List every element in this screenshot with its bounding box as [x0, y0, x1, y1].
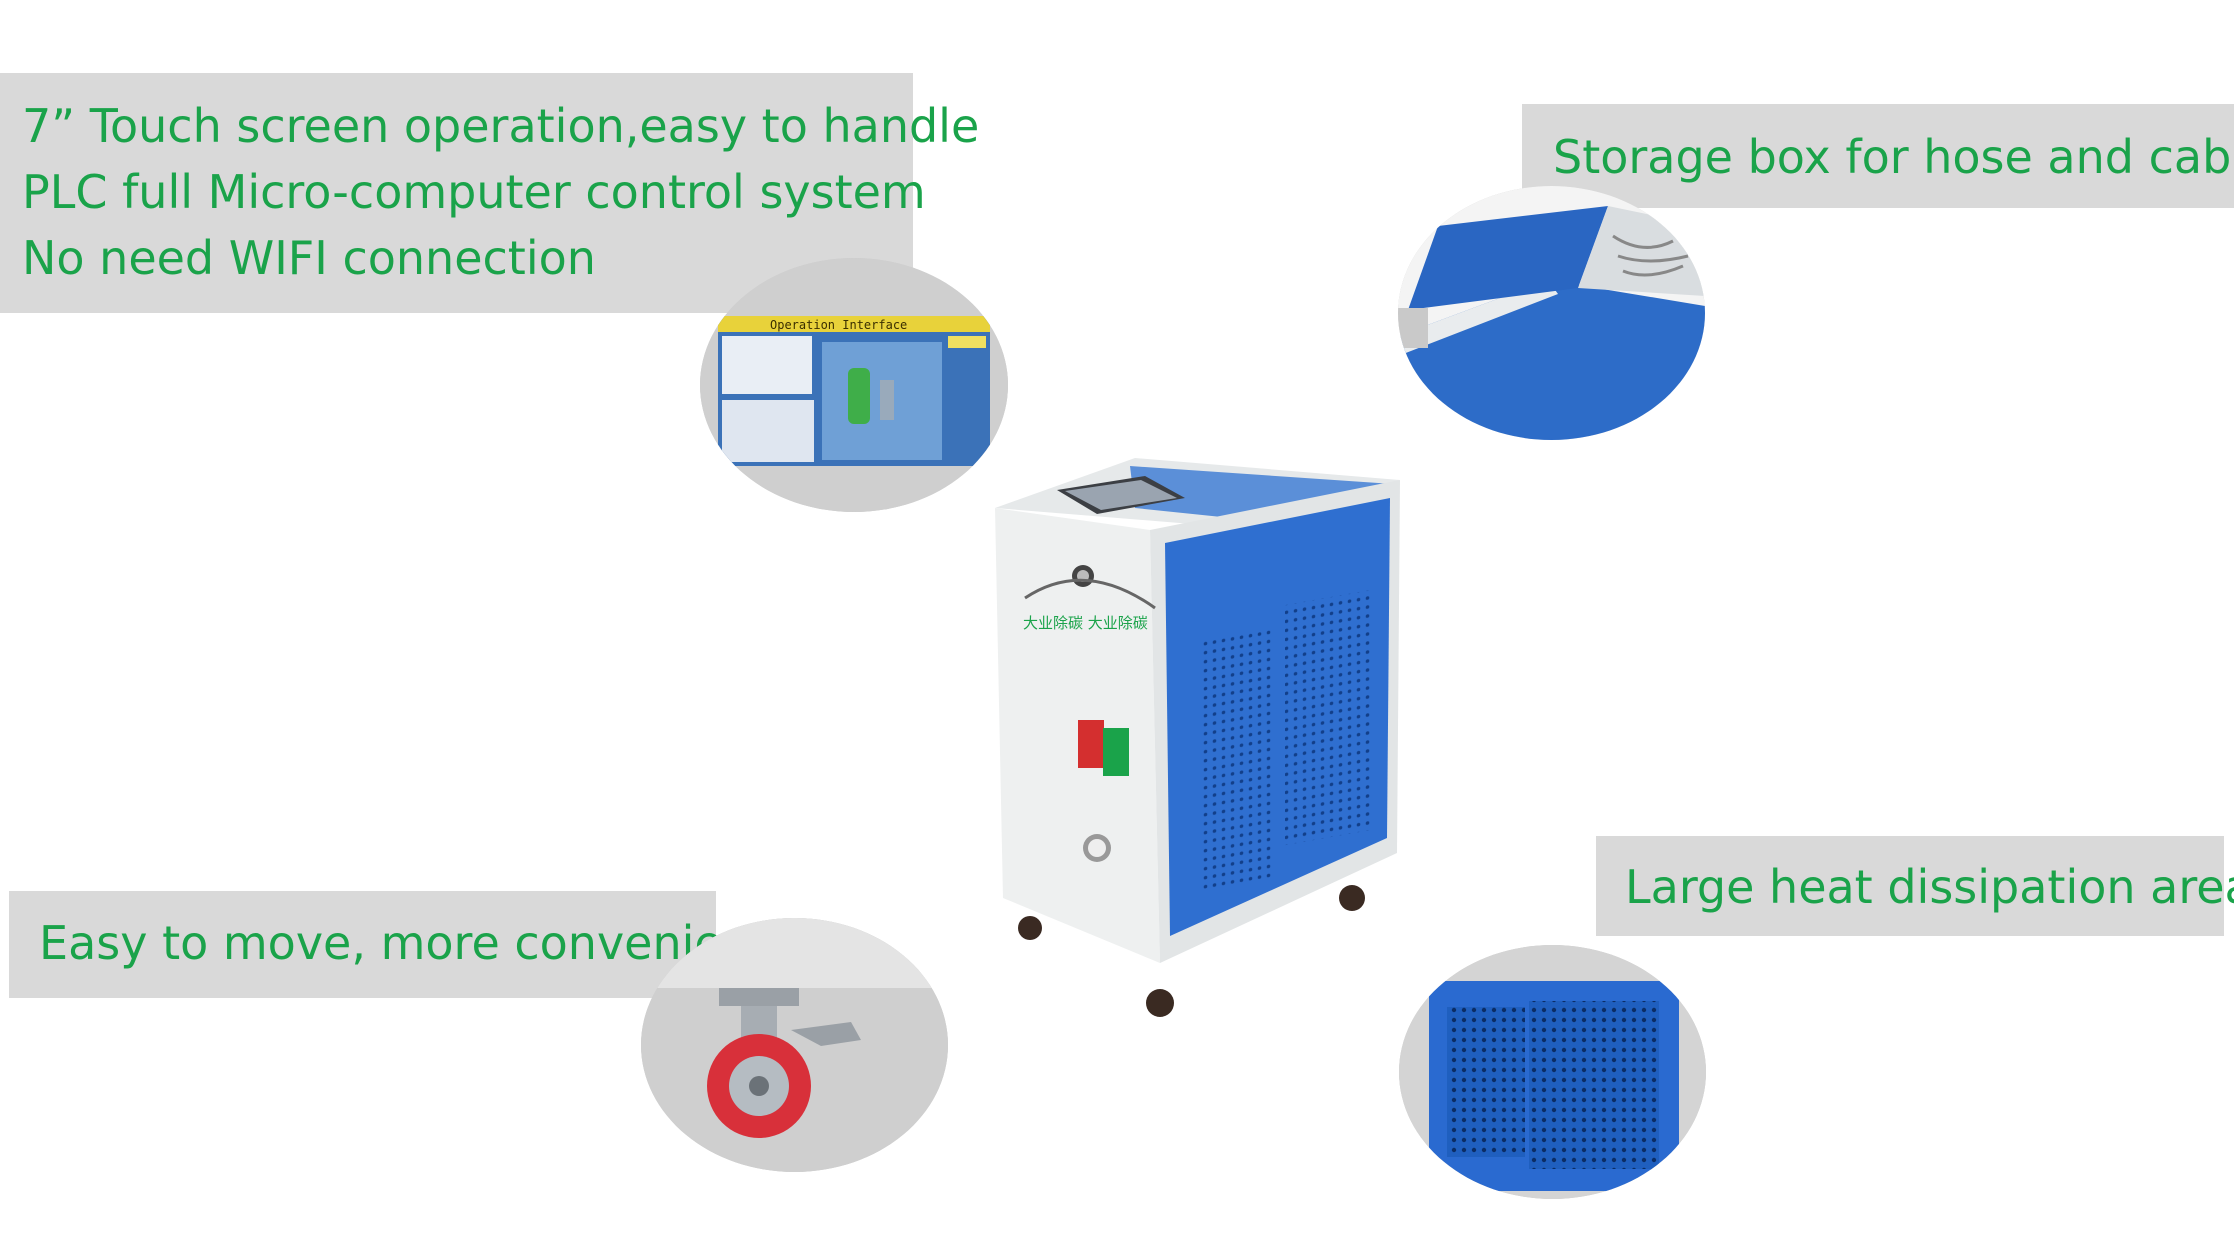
storage-callout: Storage box for hose and cable [1522, 104, 2234, 208]
screen-title: Operation Interface [770, 318, 907, 332]
mobility-callout: Easy to move, more convenient [9, 891, 770, 998]
callout-line-wifi: No need WIFI connection [22, 231, 596, 285]
callout-line-touch-screen: 7” Touch screen operation,easy to handle [22, 99, 980, 153]
callout-line-plc: PLC full Micro-computer control system [22, 165, 926, 219]
touch-screen-detail-image: Operation Interface [700, 258, 1008, 512]
panel-brand-text: 大业除碳 大业除碳 [1023, 614, 1148, 632]
heat-dissipation-callout: Large heat dissipation area [1596, 836, 2234, 936]
callout-line-move: Easy to move, more convenient [39, 916, 770, 970]
callout-line-storage: Storage box for hose and cable [1553, 130, 2234, 184]
caster-wheel-detail-image [641, 918, 948, 1172]
storage-box-detail-image [1398, 186, 1705, 440]
touch-screen-callout: 7” Touch screen operation,easy to handle… [0, 73, 980, 313]
hydrogen-carbon-cleaner-machine: 大业除碳 大业除碳 [995, 458, 1400, 1017]
callout-line-heat: Large heat dissipation area [1625, 860, 2234, 914]
vent-panel-detail-image [1399, 945, 1706, 1199]
